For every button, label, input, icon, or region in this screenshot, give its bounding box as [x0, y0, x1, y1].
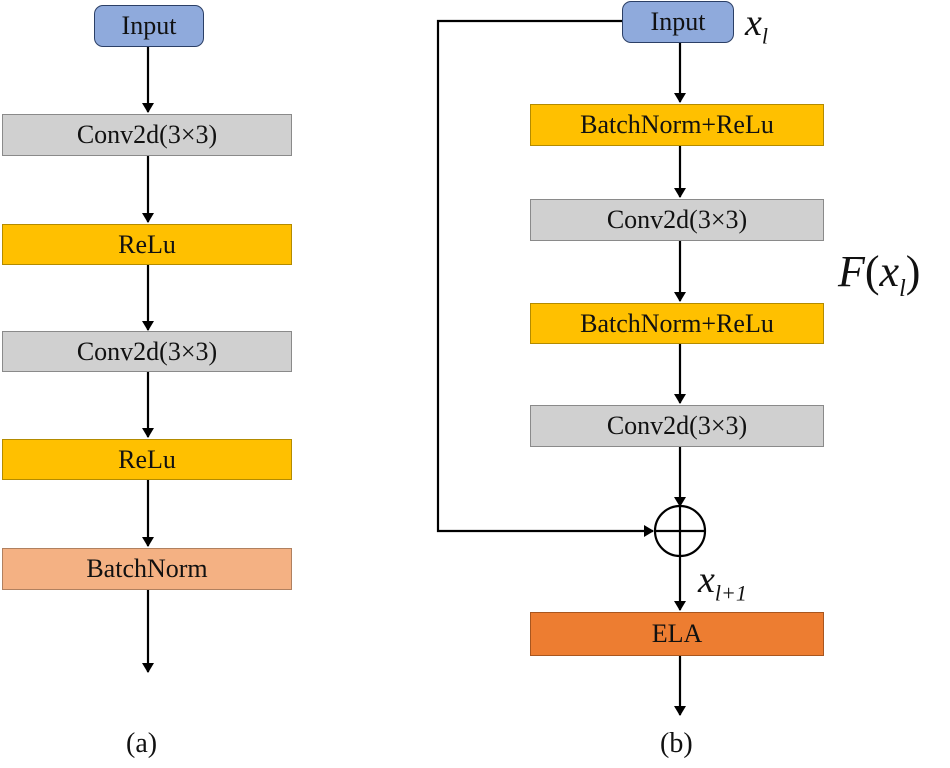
label-f: F [838, 247, 865, 296]
label-x-l: xl [745, 1, 768, 50]
skip-connection [436, 19, 654, 537]
a-conv1-box: Conv2d(3×3) [2, 114, 292, 156]
b-ela-box: ELA [530, 612, 824, 656]
b-bnrelu2-box: BatchNorm+ReLu [530, 303, 824, 344]
b-conv2-box: Conv2d(3×3) [530, 405, 824, 447]
a-relu1-box: ReLu [2, 224, 292, 265]
b-bnrelu1-box: BatchNorm+ReLu [530, 104, 824, 146]
label-x-l-sub: l [761, 23, 768, 49]
label-f-sub: l [899, 275, 906, 302]
b-input-box: Input [622, 1, 734, 43]
b-conv1-box: Conv2d(3×3) [530, 199, 824, 241]
a-batchnorm-box: BatchNorm [2, 548, 292, 590]
label-x-l1-sub: l+1 [714, 580, 747, 606]
sum-node-icon [653, 504, 707, 558]
label-x-l-plus-1: xl+1 [698, 558, 747, 607]
label-f-open: ( [864, 247, 880, 296]
b-caption: (b) [660, 728, 693, 759]
label-x-l-base: x [745, 2, 762, 44]
a-conv2-box: Conv2d(3×3) [2, 331, 292, 372]
a-input-box: Input [94, 5, 204, 47]
label-f-close: ) [905, 247, 921, 296]
a-caption: (a) [126, 728, 158, 759]
label-f-x-l: F(xl) [838, 246, 920, 303]
label-x-l1-base: x [698, 559, 715, 601]
a-relu2-box: ReLu [2, 439, 292, 480]
label-f-x: x [879, 247, 900, 296]
